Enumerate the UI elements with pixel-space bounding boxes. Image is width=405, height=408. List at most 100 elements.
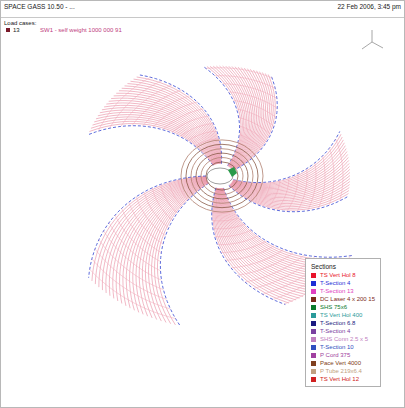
core-ring: [181, 140, 263, 212]
hoop-member: [212, 218, 240, 221]
rib-member: [119, 91, 219, 164]
core-ring: [186, 144, 258, 207]
hoop-member: [129, 202, 163, 244]
rib-member: [214, 188, 293, 302]
rib-member: [230, 185, 350, 207]
legend-entry: P Tube 219x6.4: [311, 367, 375, 375]
rib-member: [229, 185, 348, 210]
rib-member: [213, 188, 289, 303]
hoop-member: [233, 100, 276, 117]
rib-member: [102, 108, 216, 165]
hoop-member: [188, 131, 217, 141]
legend-swatch: [311, 345, 316, 350]
legend-swatch: [311, 353, 316, 358]
hoop-member: [329, 148, 334, 205]
legend-text: TS Vert Hol 400: [320, 311, 362, 319]
legend-entry: T-Section 4: [311, 279, 375, 287]
hoop-member: [268, 180, 280, 208]
core-ring: [206, 162, 238, 190]
rib-member: [104, 105, 216, 164]
rib-member: [116, 179, 206, 301]
legend-text: P Cord 375: [320, 351, 350, 359]
rib-member: [157, 183, 208, 325]
hoop-member: [214, 196, 227, 198]
header-rule: [1, 17, 404, 18]
legend-entry: TS Vert Hol 400: [311, 311, 375, 319]
rib-member: [136, 181, 207, 315]
hoop-member: [162, 109, 203, 130]
legend-swatch: [311, 369, 316, 374]
hoop-member: [336, 139, 343, 201]
legend-swatch: [311, 329, 316, 334]
hoop-member: [98, 77, 150, 131]
rib-member: [142, 181, 207, 318]
hoop-member: [245, 255, 304, 282]
rib-member: [231, 68, 259, 169]
rib-member: [232, 72, 269, 170]
date-stamp: 22 Feb 2006, 3:45 pm: [337, 3, 401, 12]
hoop-member: [122, 208, 162, 252]
load-case-title: SW1 - self weight 1000 000 91: [40, 26, 122, 34]
legend-entry: TS Vert Hol 8: [311, 271, 375, 279]
legend-entry: T-Section 4: [311, 327, 375, 335]
hoop-member: [297, 169, 307, 212]
hoop-member: [240, 126, 267, 142]
window-title: SPACE GASS 10.50 - ...: [4, 3, 75, 12]
rib-member: [91, 121, 214, 165]
load-case-label: Load cases:: [4, 19, 36, 27]
legend-text: T-Section 4: [320, 279, 350, 287]
rib-member: [111, 98, 217, 164]
rib-member: [219, 188, 316, 288]
legend-swatch: [311, 273, 316, 278]
rib-member: [106, 178, 206, 293]
hoop-member: [115, 215, 160, 261]
hoop-member: [144, 192, 169, 228]
hoop-member: [251, 183, 262, 202]
rib-member: [232, 163, 350, 194]
legend-entry: SHS Conn 2.5 x 5: [311, 335, 375, 343]
hoop-member: [237, 109, 274, 127]
legend-text: SHS Conn 2.5 x 5: [320, 335, 368, 343]
rib-member: [230, 182, 350, 204]
rib-member: [218, 188, 310, 292]
hoop-member: [206, 68, 272, 78]
rib-member: [125, 86, 220, 164]
hoop-member: [217, 236, 258, 245]
hoop-member: [169, 181, 182, 206]
rib-member: [233, 146, 346, 188]
legend-entry: DC Laser 4 x 200 15: [311, 295, 375, 303]
rib-member: [106, 103, 216, 164]
core-ring: [191, 149, 253, 204]
legend-text: TS Vert Hol 12: [320, 375, 359, 383]
hoop-member: [180, 124, 213, 137]
load-case-number: 13: [13, 26, 20, 34]
rib-member: [139, 181, 207, 316]
rib-member: [212, 188, 286, 305]
rib-member: [229, 185, 349, 208]
legend-entry: TS Vert Hol 12: [311, 375, 375, 383]
legend-entry: T-Section 10: [311, 343, 375, 351]
legend-heading: Sections: [311, 262, 375, 271]
hoop-member: [239, 134, 261, 149]
rib-member: [109, 101, 217, 164]
legend-text: T-Section 6.8: [320, 319, 355, 327]
rib-member: [233, 76, 278, 171]
rib-member: [231, 175, 350, 200]
rib-member: [126, 180, 206, 308]
rib-member: [223, 188, 350, 260]
legend-text: TS Vert Hol 8: [320, 271, 356, 279]
rib-member: [95, 177, 206, 284]
legend-panel: SectionsTS Vert Hol 8T-Section 4T-Sectio…: [305, 258, 381, 387]
legend-entry: SHS 75x6: [311, 303, 375, 311]
legend-swatch: [311, 361, 316, 366]
hoop-member: [221, 241, 266, 253]
rib-member: [92, 176, 206, 281]
rib-member: [120, 179, 207, 303]
rib-member: [113, 178, 206, 298]
rib-member: [140, 75, 222, 164]
rib-member: [102, 177, 206, 290]
hoop-member: [228, 92, 277, 108]
hoop-member: [152, 188, 172, 220]
hoop-member: [121, 85, 172, 126]
